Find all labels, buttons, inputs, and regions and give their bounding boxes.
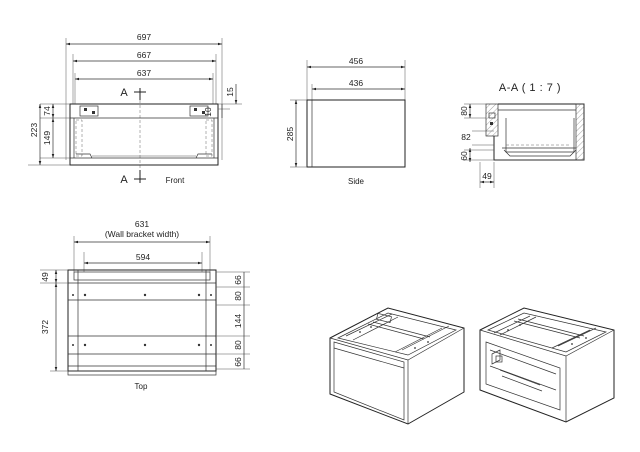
dim-overall-width: 697 [137,32,151,42]
dim-drawer-height: 149 [42,131,52,145]
front-view: 697 667 637 A A [28,32,242,186]
dim-section-mid: 82 [461,132,471,142]
top-cabinet-outline [67,269,217,372]
section-mark-bottom: A [120,174,128,186]
side-cabinet-outline [306,99,406,168]
isometric-open-view [479,307,615,423]
isometric-closed-view [329,307,465,425]
dim-top-front-offset: 49 [40,272,50,282]
dim-inner-width: 667 [137,50,151,60]
dim-top-depth: 372 [40,320,50,334]
dim-section-bottom: 60 [459,151,469,161]
section-mark-top: A [120,87,128,99]
dim-small-gap: 10 [203,107,213,117]
dim-right-66a: 66 [233,275,243,285]
dim-total-height: 223 [29,123,39,137]
front-bracket-left [79,105,99,117]
dim-side-inner-depth: 436 [349,78,363,88]
dim-bracket-width-value: 631 [135,219,149,229]
dim-right-66b: 66 [233,357,243,367]
side-view: 456 436 285 Side [285,56,406,186]
front-view-caption: Front [166,176,185,185]
dim-drawer-width: 637 [137,68,151,78]
dim-right-80b: 80 [233,340,243,350]
dim-top-gap: 15 [225,87,235,97]
top-view: 631 (Wall bracket width) 594 49 372 [40,219,250,391]
section-title: A-A ( 1 : 7 ) [499,82,561,94]
front-cabinet-outline [69,103,219,166]
dim-side-depth: 456 [349,56,363,66]
dim-top-inner-span: 594 [136,252,150,262]
dim-section-offset: 49 [482,171,492,181]
top-view-caption: Top [135,382,148,391]
dim-right-144: 144 [233,314,243,328]
dim-bracket-width-label: (Wall bracket width) [105,229,179,239]
side-view-caption: Side [348,177,365,186]
front-bracket-right [189,105,209,117]
section-view: A-A ( 1 : 7 ) 80 82 60 49 [459,82,585,188]
dim-section-top: 80 [459,106,469,116]
dim-top-offset: 74 [42,106,52,116]
dim-right-80a: 80 [233,291,243,301]
dim-side-height: 285 [285,127,295,141]
